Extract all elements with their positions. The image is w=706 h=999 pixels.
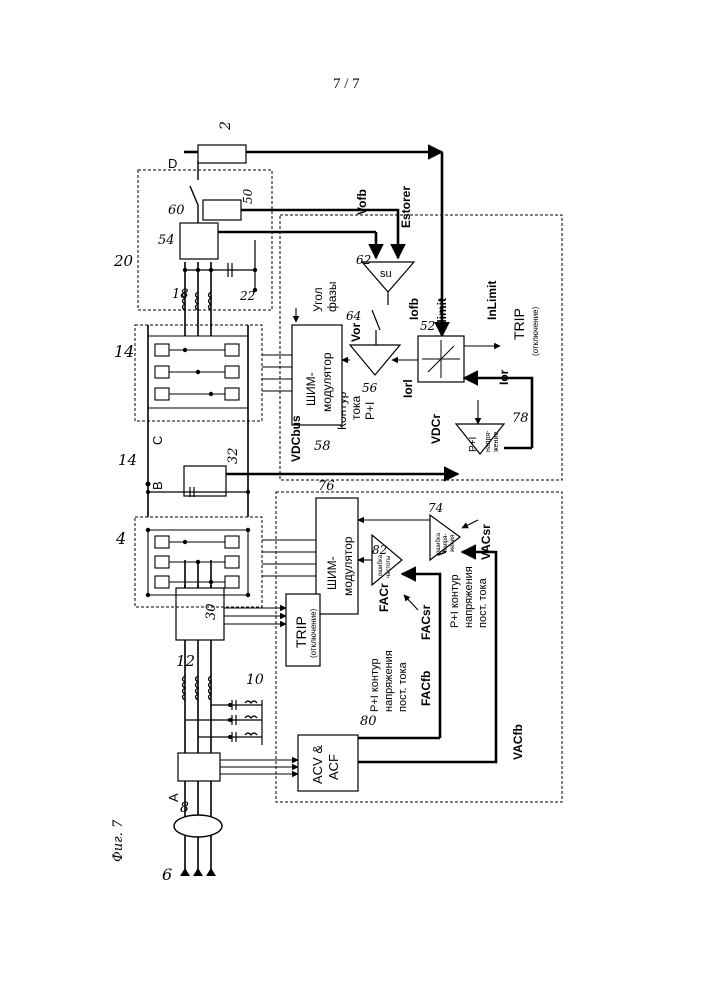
trip-right-label: TRIP [511, 308, 527, 340]
measure-arrows [220, 760, 298, 774]
ref-6: 6 [162, 865, 172, 884]
ilimit-label: Ilimit [435, 298, 449, 326]
node-a: A [166, 793, 181, 802]
pi-sub-2: жение [493, 432, 500, 452]
pi-loop-left-2: напряжения [383, 650, 395, 712]
ref-56: 56 [362, 381, 378, 395]
pwm-right-to-bridge [262, 355, 292, 391]
trip-left-sub: (отключение) [309, 608, 318, 658]
storage-50-box [203, 200, 241, 220]
ref-62: 62 [356, 253, 371, 267]
ref-82: 82 [372, 543, 387, 557]
node-b: B [150, 481, 165, 490]
err-freq-2: частоты [386, 556, 392, 578]
pwm-right-label-2: модулятор [320, 352, 334, 412]
ref-22: 22 [239, 289, 255, 303]
ref-4: 4 [115, 529, 126, 548]
vacsr-label: VACsr [479, 524, 493, 560]
facr-label: FACr [377, 583, 391, 612]
sensor-54-box [180, 223, 218, 259]
facsr-arrow [404, 595, 418, 610]
acv-label-1: ACV & [310, 745, 325, 784]
figure-label: Фиг. 7 [111, 819, 126, 862]
facfb-label: FACfb [419, 671, 433, 706]
inlimit-label: InLimit [485, 281, 499, 320]
err-volt-2: напря- [443, 534, 449, 552]
pi-loop-left-3: пост. тока [397, 661, 409, 712]
phase-angle-label-1: Угол [311, 287, 325, 312]
err-volt-1: ошибка [436, 532, 442, 554]
ref-76: 76 [318, 479, 335, 494]
pi-loop-right-2: напряжения [463, 566, 475, 628]
pwm-left-label-1: ШИМ- [325, 556, 339, 590]
ref-78: 78 [512, 411, 529, 426]
ref-30: 30 [204, 603, 219, 620]
contour-label-2: тока [349, 395, 363, 420]
ref-54: 54 [158, 233, 175, 248]
ref-12: 12 [176, 652, 195, 670]
su-output-switch [372, 292, 388, 345]
pi-loop-right-3: пост. тока [477, 577, 489, 628]
vor-label: Vor [349, 323, 363, 342]
bridge-4-feed [185, 560, 211, 588]
pi-loop-right-1: P+I контур [449, 574, 461, 628]
vofb-label: Vofb [355, 189, 369, 215]
pi-sub-1: напря- [485, 430, 492, 452]
vdcbus-label: VDCbus [289, 415, 303, 462]
ref-18: 18 [172, 287, 189, 302]
ref-80: 80 [360, 714, 377, 729]
acv-label-2: ACF [326, 754, 341, 780]
estorer-label: Estorer [399, 186, 413, 228]
iorl-label: Iorl [401, 379, 415, 398]
vacfb-label: VACfb [511, 724, 525, 760]
node-c: C [150, 436, 165, 445]
trip-left-arrows [224, 608, 286, 624]
ref-14a: 14 [118, 451, 137, 469]
err-freq-1: ошибка [378, 554, 384, 576]
ref-10: 10 [246, 672, 264, 688]
pi-label: P+I [468, 437, 479, 452]
filter-capacitors [185, 700, 262, 745]
input-terminal-markers [180, 868, 216, 876]
pwm-right-label-1: ШИМ- [304, 372, 318, 406]
input-sensor-box [178, 753, 220, 781]
estorer-line [241, 210, 398, 258]
load-2-box [198, 145, 246, 163]
su-label: su [380, 268, 392, 280]
contour-label-3: P+I [363, 402, 377, 420]
ref-58: 58 [314, 439, 331, 454]
ref-2: 2 [218, 121, 234, 131]
facsr-label: FACsr [419, 604, 433, 640]
ref-8: 8 [180, 800, 189, 816]
phase-angle-label-2: фазы [325, 281, 339, 312]
ref-60: 60 [168, 203, 185, 218]
ref-74: 74 [428, 501, 443, 515]
output-switch-60 [190, 160, 198, 223]
pi-loop-left-1: P+I контур [369, 658, 381, 712]
node-d: D [168, 156, 177, 171]
err-volt-3: жения [450, 535, 456, 552]
ref-64: 64 [346, 309, 361, 323]
dc-bus-node [146, 482, 151, 487]
trip-left-label: TRIP [293, 616, 309, 648]
current-transformer [174, 815, 222, 837]
ref-50: 50 [241, 188, 255, 204]
ref-20: 20 [113, 252, 134, 270]
ior-label: Ior [497, 369, 511, 385]
filter-inductors [183, 676, 212, 700]
pwm-left-to-bridge [262, 540, 316, 576]
iofb-label: Iofb [407, 298, 421, 320]
ref-52: 52 [420, 319, 435, 333]
ref-32: 32 [226, 447, 241, 464]
ref-14b: 14 [114, 342, 134, 361]
trip-right-sub: (отключение) [531, 306, 540, 356]
pwm-left-label-2: модулятор [341, 536, 355, 596]
vdcr-label: VDCr [429, 414, 443, 444]
vacsr-arrow [462, 520, 478, 528]
